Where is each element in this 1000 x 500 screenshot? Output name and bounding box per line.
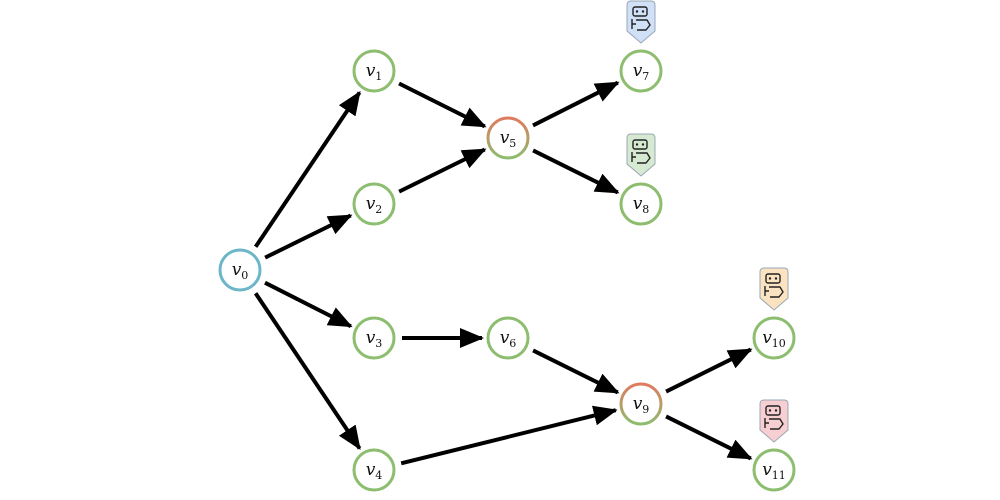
robot-head	[632, 139, 648, 150]
robot-eye	[635, 143, 639, 146]
edge-v9-v10	[665, 347, 753, 394]
node-circle-v8	[619, 182, 663, 226]
robot-head	[765, 405, 781, 416]
node-circle-v1	[352, 49, 396, 93]
node-v10: v10	[752, 316, 796, 360]
node-circle-v5	[486, 116, 530, 160]
node-circle-v9	[619, 382, 663, 426]
robot-body	[631, 152, 651, 164]
node-subscript-v11: 11	[772, 469, 786, 482]
robot-body	[764, 418, 784, 430]
badges-layer	[626, 0, 789, 443]
node-v9: v9	[619, 382, 663, 426]
robot-eye	[768, 409, 772, 412]
node-subscript-v3: 3	[375, 337, 382, 350]
edge-v9-v11	[665, 414, 753, 461]
robot-head	[765, 273, 781, 284]
robot-eye	[641, 143, 645, 146]
node-subscript-v2: 2	[375, 203, 382, 216]
robot-eye	[774, 277, 778, 280]
node-circle-v3	[352, 316, 396, 360]
badge-shape	[759, 399, 789, 443]
badge-shape	[759, 267, 789, 311]
node-v6: v6	[486, 316, 530, 360]
node-v2: v2	[352, 182, 396, 226]
node-subscript-v1: 1	[375, 70, 382, 83]
node-subscript-v5: 5	[509, 137, 516, 150]
nodes-layer: v0 v1 v2 v3 v4 v5 v6 v7 v8 v9 v10 v11	[218, 49, 796, 492]
edge-v0-v2	[264, 213, 353, 260]
node-circle-v0	[218, 248, 262, 292]
robot-eye	[635, 10, 639, 13]
robot-body	[764, 286, 784, 298]
robot-icon	[759, 267, 789, 311]
node-v8: v8	[619, 182, 663, 226]
node-v3: v3	[352, 316, 396, 360]
node-subscript-v10: 10	[772, 337, 786, 350]
node-v7: v7	[619, 49, 663, 93]
node-subscript-v6: 6	[509, 337, 516, 350]
node-subscript-v7: 7	[642, 70, 649, 83]
edge-v0-v1	[253, 90, 362, 248]
badge-shape	[626, 0, 656, 44]
node-circle-v10	[752, 316, 796, 360]
edge-v5-v8	[532, 148, 620, 195]
edge-v1-v5	[398, 81, 487, 129]
robot-eye	[641, 10, 645, 13]
node-circle-v6	[486, 316, 530, 360]
node-v0: v0	[218, 248, 262, 292]
node-subscript-v0: 0	[241, 269, 248, 282]
robot-icon	[626, 133, 656, 177]
node-v5: v5	[486, 116, 530, 160]
robot-head	[632, 6, 648, 17]
node-subscript-v8: 8	[642, 203, 649, 216]
node-v11: v11	[752, 448, 796, 492]
node-circle-v7	[619, 49, 663, 93]
badge-shape	[626, 133, 656, 177]
node-circle-v2	[352, 182, 396, 226]
robot-body	[631, 19, 651, 31]
edge-v4-v9	[400, 405, 618, 466]
edge-v6-v9	[532, 348, 620, 395]
robot-icon	[759, 399, 789, 443]
robot-icon	[626, 0, 656, 44]
node-v1: v1	[352, 49, 396, 93]
robot-eye	[768, 277, 772, 280]
node-v4: v4	[352, 448, 396, 492]
node-circle-v4	[352, 448, 396, 492]
edges-layer	[253, 80, 753, 466]
edge-v5-v7	[532, 80, 620, 128]
edge-v0-v3	[264, 280, 353, 329]
node-subscript-v9: 9	[642, 403, 649, 416]
node-circle-v11	[752, 448, 796, 492]
node-subscript-v4: 4	[375, 469, 382, 482]
edge-v2-v5	[398, 147, 487, 194]
edge-v0-v4	[253, 292, 362, 451]
robot-eye	[774, 409, 778, 412]
